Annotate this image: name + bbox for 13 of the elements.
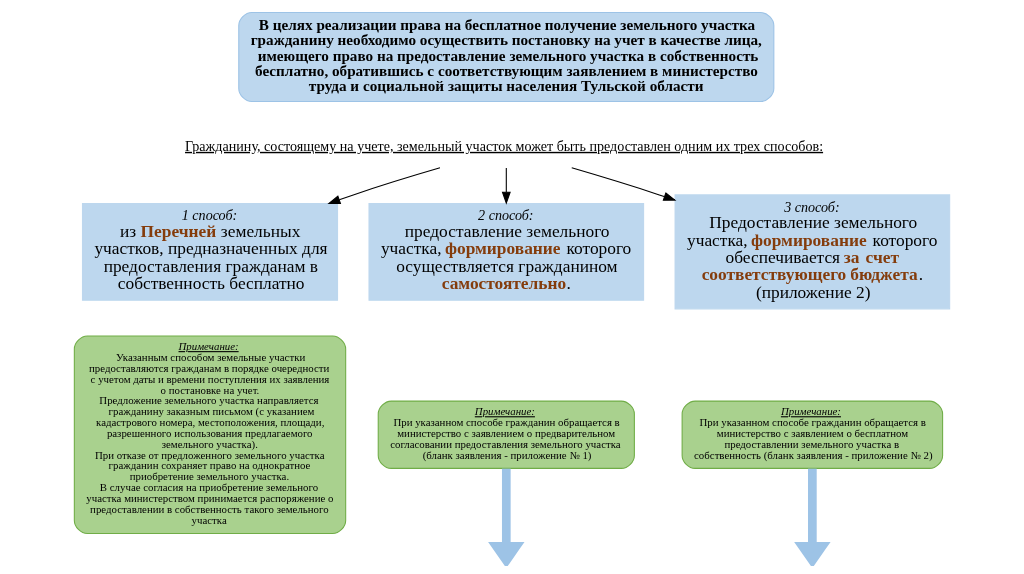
arrow: [501, 167, 511, 205]
node-box: В целях реализации права на бесплатное получение земельного участка гражданину необходимо осуществить постановку на учет в качестве лица, имеющего право на предоставление земельного участка в собственность бесплатно, обратившись с соответствующим заявлением в министерство труда и социальной защиты населения Тульской области: [238, 12, 775, 103]
node-box: 3 способ: Предоставление земельного участка, формирование которого обеспечивается за счет соответствующего бюджета. (приложение 2): [674, 194, 951, 310]
node-box: 2 способ: предоставление земельного участка, формирование которого осуществляется гражданином самостоятельно.: [368, 203, 645, 301]
arrow: [794, 468, 831, 566]
node-box: Примечание: При указанном способе гражданин обращается в министерство с заявлением о бесплатном предоставлении земельного участка в собственность (бланк заявления - приложение № 2): [681, 400, 944, 469]
node-box: Примечание: Указанным способом земельные участки предоставляются гражданам в порядке очередности с учетом даты и времени поступления их заявления о постановке на учет. Предложение земельного участка направляется гражданину заказным письмом (с указанием кадастрового номера, местоположения, площади, разрешенного использования предлагаемого земельного участка). При отказе от предложенного земельного участка гражданин сохраняет право на однократное приобретение земельного участка. В случае согласия на приобретение земельного участка министерством принимается распоряжение о предоставлении в собственность такого земельного участка: [73, 335, 347, 535]
arrow: [571, 167, 677, 201]
arrow: [488, 468, 525, 566]
node-box: 1 способ: из Перечней земельных участков, предназначенных для предоставления гражданам в собственность бесплатно: [81, 203, 339, 301]
node-box: Примечание: При указанном способе гражданин обращается в министерство с заявлением о предварительном согласовании предоставления земельного участка (бланк заявления - приложение № 1): [377, 400, 635, 469]
node-text: Гражданину, состоящему на учете, земельный участок может быть предоставлен одним их трех способов:: [185, 137, 824, 154]
arrow: [327, 167, 441, 205]
